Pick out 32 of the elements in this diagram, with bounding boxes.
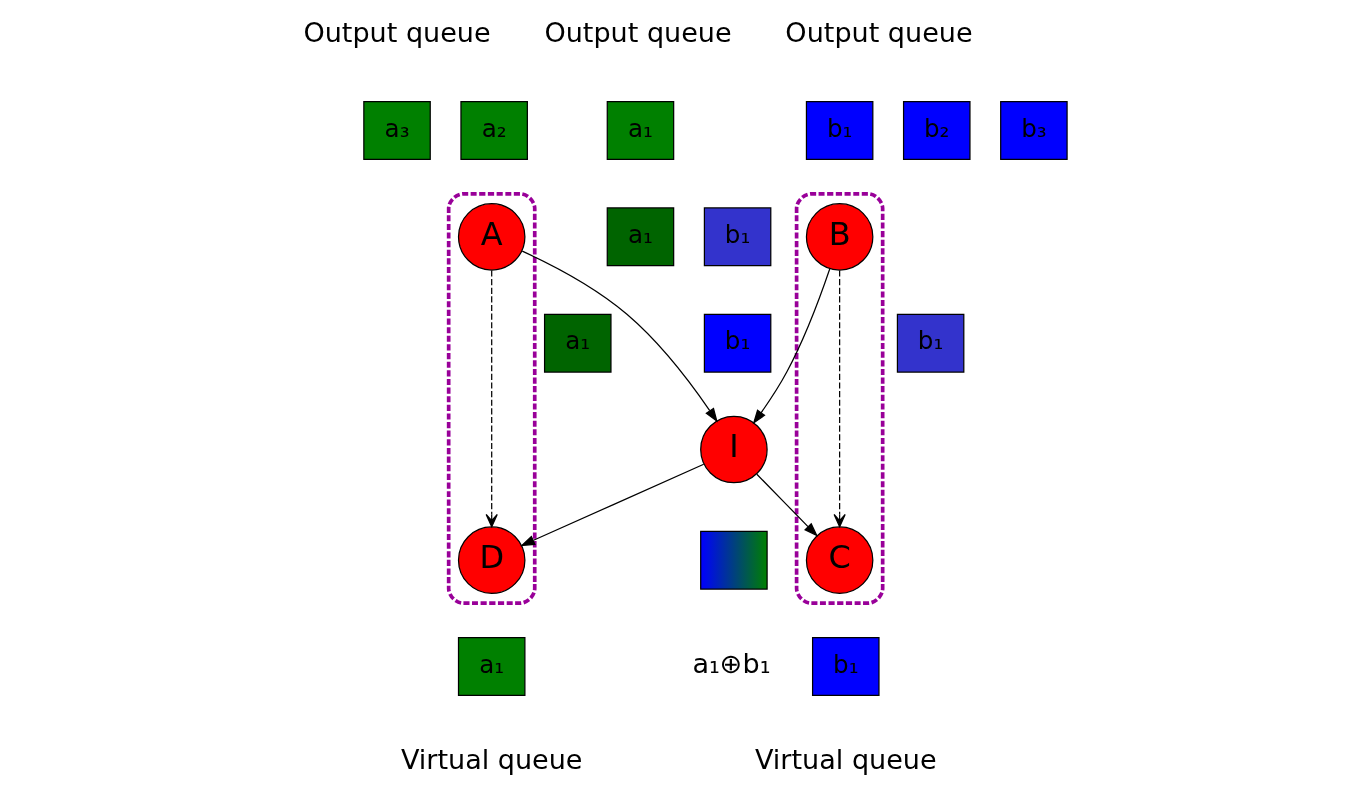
label: Output queue (303, 17, 491, 49)
node-box: b₁ (805, 100, 874, 160)
label: Output queue (785, 17, 973, 49)
node-box: a₁ (606, 207, 675, 267)
node-box: b₁ (703, 313, 772, 373)
arrow (833, 269, 846, 528)
node-circle: B (805, 203, 874, 271)
node-circle: D (457, 526, 526, 594)
node-box: b₃ (1000, 100, 1068, 160)
node-box: b₁ (811, 637, 880, 697)
node-box: a₃ (363, 100, 431, 160)
arrow (752, 268, 831, 425)
node-box: b₁ (703, 207, 772, 267)
cluster (794, 191, 885, 606)
node-box: a₁ (543, 313, 612, 373)
node-box: a₂ (460, 100, 528, 160)
arrow (756, 473, 819, 537)
node-circle: C (805, 526, 874, 594)
node-box: b₂ (902, 100, 971, 160)
node-circle: A (457, 203, 526, 271)
arrow (520, 463, 705, 547)
node-box: b₁ (896, 313, 965, 373)
label: a₁⊕b₁ (692, 648, 771, 680)
label: Virtual queue (400, 743, 583, 775)
label: Output queue (544, 17, 732, 49)
node-box: a₁ (457, 637, 526, 697)
node-box (700, 530, 768, 590)
arrow (485, 269, 498, 528)
node-box: a₁ (606, 100, 675, 160)
label: Virtual queue (754, 743, 937, 775)
node-circle: I (700, 415, 768, 484)
arrow (521, 250, 718, 423)
